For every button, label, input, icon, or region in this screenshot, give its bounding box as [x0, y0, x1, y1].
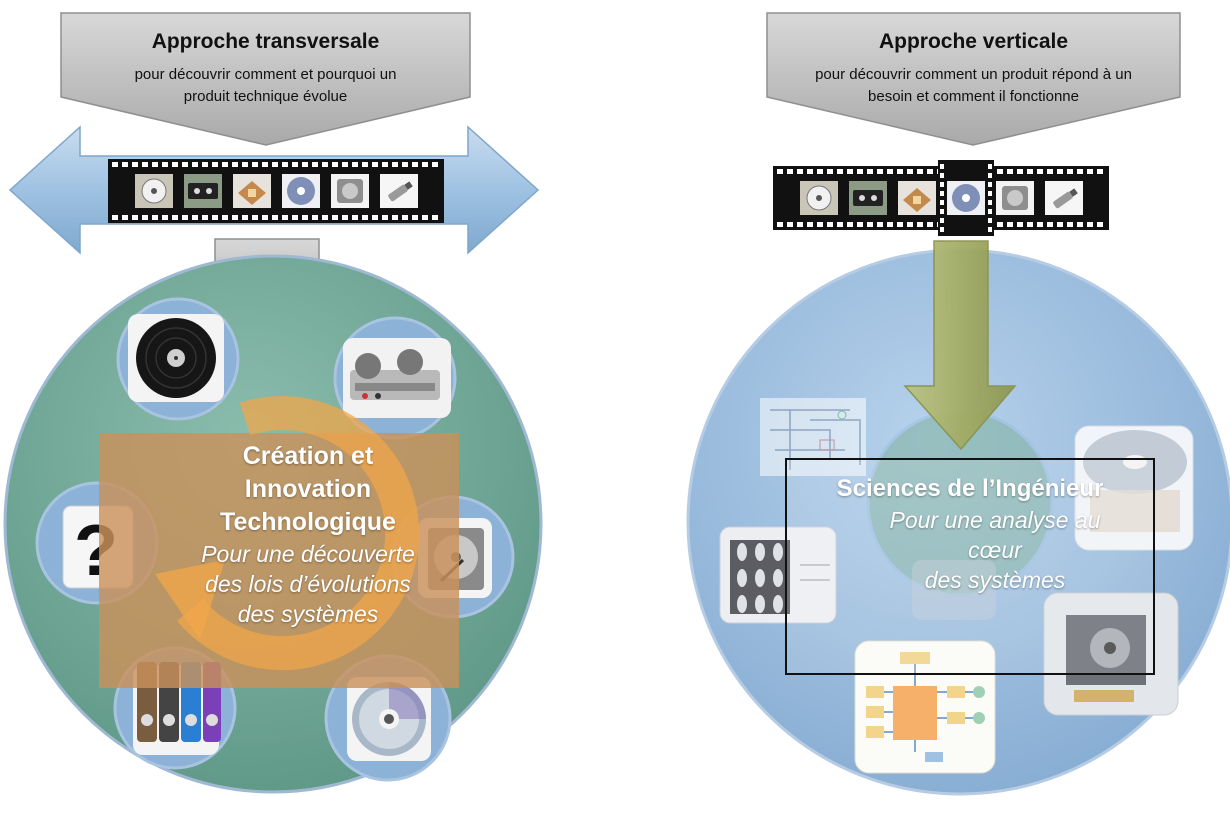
- hard-drive-icon: [996, 181, 1034, 215]
- usb-key-icon: [380, 174, 418, 208]
- left-center-title-1: Création et: [242, 442, 374, 470]
- processor-chip-icon: [233, 174, 271, 208]
- right-banner: Approche verticale pour découvrir commen…: [767, 24, 1180, 134]
- left-banner-subtitle-2: produit technique évolue: [183, 88, 348, 105]
- right-center-subtitle-1: Pour une analyse au: [889, 507, 1101, 533]
- hard-drive-icon: [331, 174, 369, 208]
- cd-disc-icon: [938, 160, 994, 236]
- left-film-strip: [108, 159, 444, 223]
- processor-chip-icon: [898, 181, 936, 215]
- right-banner-title: Approche verticale: [878, 30, 1069, 53]
- right-center-title: Sciences de l’Ingénieur: [836, 475, 1104, 502]
- left-center-title-3: Technologique: [220, 508, 396, 536]
- cd-drive-icon: [1074, 425, 1194, 551]
- left-center-subtitle-2: des lois d’évolutions: [205, 571, 411, 597]
- right-banner-subtitle-1: pour découvrir comment un produit répond…: [815, 66, 1132, 83]
- right-center-subtitle-2: cœur: [968, 537, 1022, 563]
- cycle-arrow: [176, 396, 420, 671]
- left-center-subtitle-1: Pour une découverte: [201, 541, 415, 567]
- left-banner: Approche transversale pour découvrir com…: [61, 24, 470, 134]
- left-center-title-2: Innovation: [244, 475, 372, 503]
- cassette-icon: [184, 174, 222, 208]
- perforated-sheet-icon: [719, 526, 837, 624]
- left-center-subtitle-3: des systèmes: [237, 601, 379, 627]
- right-banner-subtitle-2: besoin et comment il fonctionne: [868, 88, 1079, 105]
- right-film-strip: [773, 160, 1109, 236]
- circuit-schematic-icon: [760, 398, 866, 476]
- reel-to-reel-recorder-icon: [333, 316, 457, 440]
- right-center-subtitle-3: des systèmes: [924, 567, 1066, 593]
- left-center-text: Création et Innovation Technologique Pou…: [99, 440, 459, 629]
- left-banner-title: Approche transversale: [151, 30, 380, 53]
- vinyl-record-icon: [116, 297, 240, 421]
- cassette-icon: [849, 181, 887, 215]
- right-center-text: Sciences de l’Ingénieur Pour une analyse…: [786, 472, 1154, 595]
- usb-key-icon: [1045, 181, 1083, 215]
- cd-disc-icon: [282, 174, 320, 208]
- left-banner-subtitle-1: pour découvrir comment et pourquoi un: [134, 66, 397, 83]
- cycle-arrow-head: [155, 560, 225, 640]
- reel-to-reel-icon: [800, 181, 838, 215]
- reel-to-reel-icon: [135, 174, 173, 208]
